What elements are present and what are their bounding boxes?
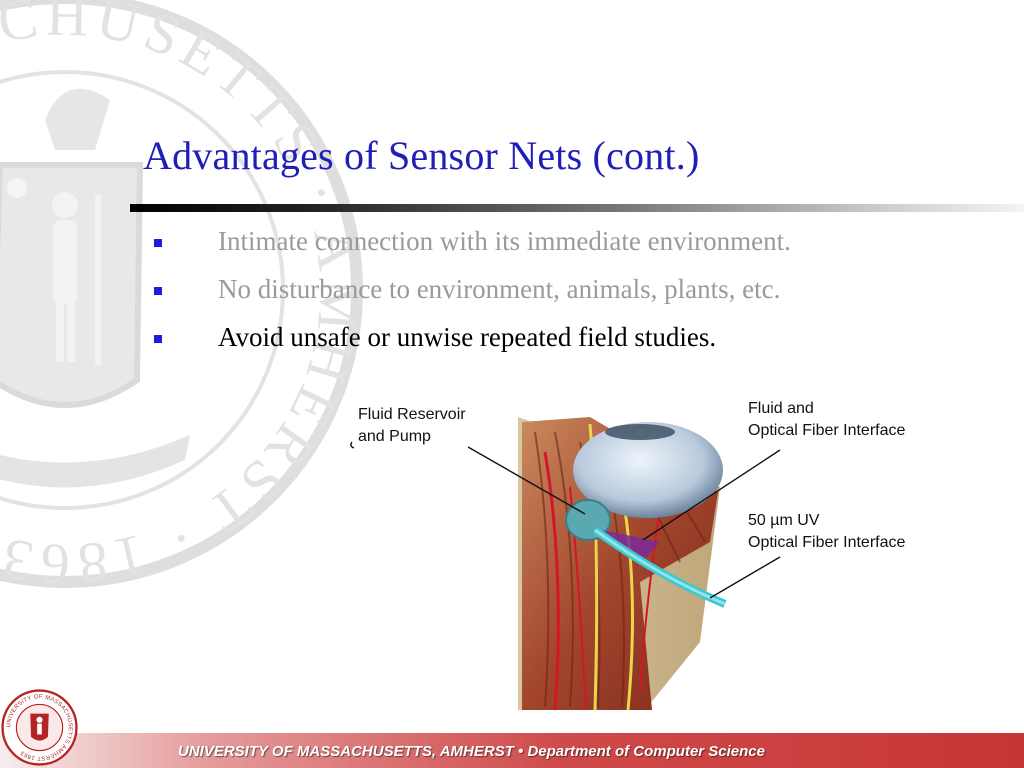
bullet-item-field-studies: Avoid unsafe or unwise repeated field st…: [150, 320, 791, 368]
umass-seal-watermark: OF MASSACHUSETTS · AMHERST · 1863: [0, 0, 365, 590]
bullet-text: Avoid unsafe or unwise repeated field st…: [218, 322, 717, 352]
eye-implant-figure: Fluid Reservoir and Pump Fluid and Optic…: [340, 392, 980, 712]
bullet-text: No disturbance to environment, animals, …: [218, 274, 781, 304]
bullet-text: Intimate connection with its immediate e…: [218, 226, 791, 256]
figure-label-fluid-reservoir: Fluid Reservoir and Pump: [358, 406, 466, 445]
eye-anatomy-illustration: [350, 417, 781, 711]
bullet-item-no-disturbance: No disturbance to environment, animals, …: [150, 272, 791, 320]
figure-label-fluid-interface: Fluid and Optical Fiber Interface: [748, 400, 906, 439]
bullet-square-icon: [154, 287, 162, 295]
bullet-list: Intimate connection with its immediate e…: [150, 224, 791, 368]
bullet-item-connection: Intimate connection with its immediate e…: [150, 224, 791, 272]
footer-text: UNIVERSITY OF MASSACHUSETTS, AMHERST • D…: [178, 743, 765, 760]
figure-label-uv-fiber: 50 µm UV Optical Fiber Interface: [748, 512, 906, 551]
slide-title: Advantages of Sensor Nets (cont.): [143, 133, 700, 178]
footer-bar: [0, 733, 1024, 768]
umass-seal-logo: UNIVERSITY OF MASSACHUSETTS AMHERST 1863: [1, 689, 78, 766]
bullet-square-icon: [154, 239, 162, 247]
bullet-square-icon: [154, 335, 162, 343]
title-divider: [130, 204, 1024, 212]
